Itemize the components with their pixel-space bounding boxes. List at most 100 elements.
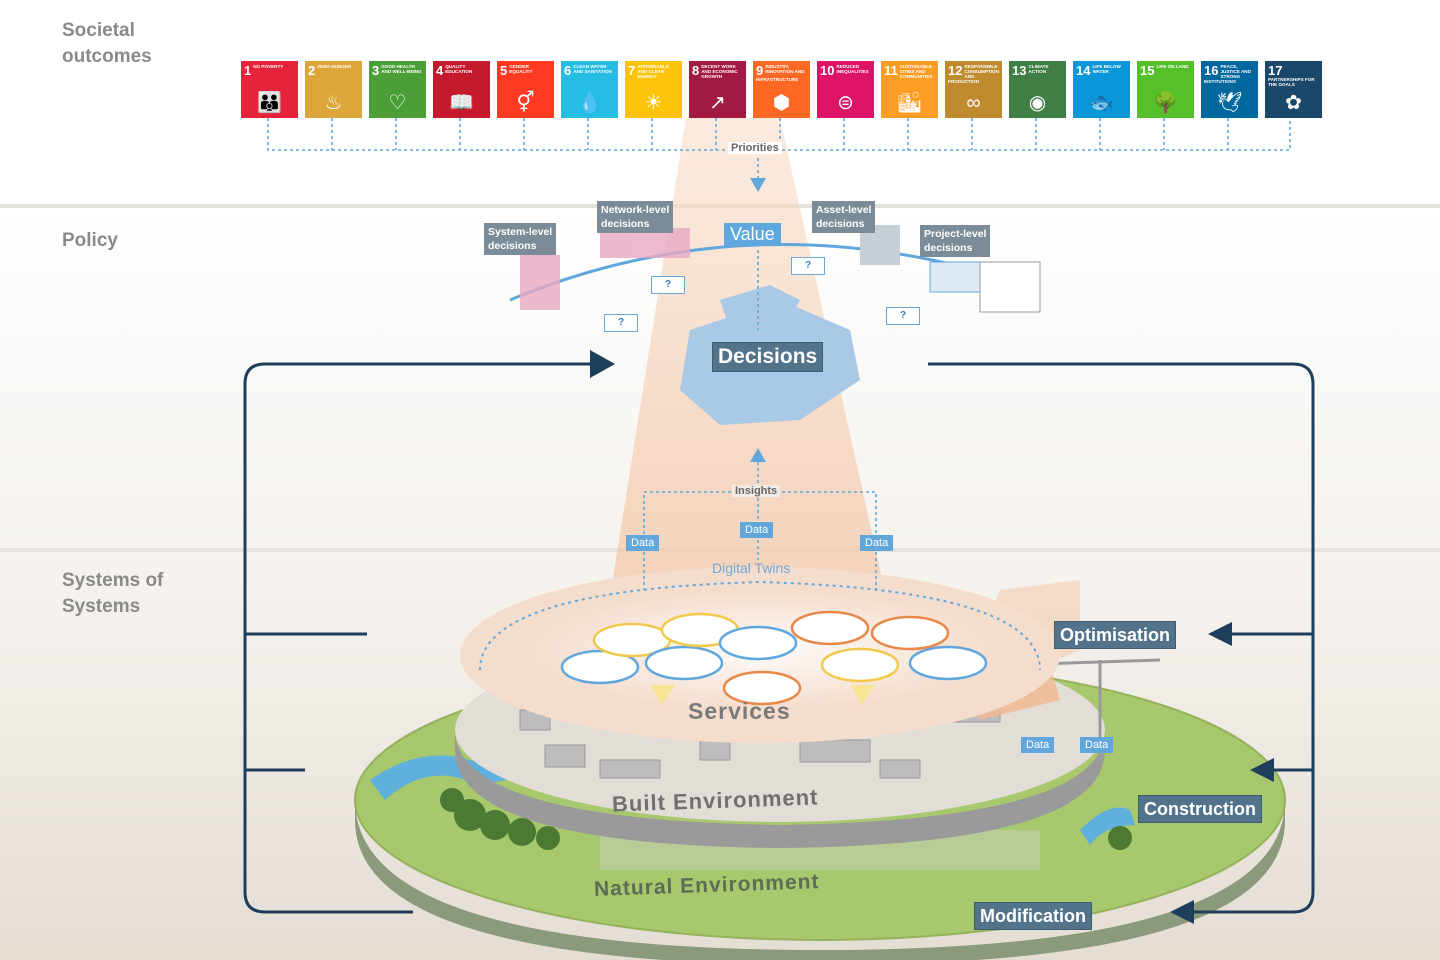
data-chip-left: Data [626, 535, 660, 551]
forest [440, 788, 1132, 850]
sdg-title: Decent work and economic growth [701, 64, 738, 79]
sdg-title: Clean water and sanitation [573, 64, 612, 74]
sdg-tile-13: 13Climate action◉ [1009, 61, 1066, 118]
tier-label-line: Systems of [62, 570, 164, 591]
tag-line: Asset-level [816, 204, 872, 216]
sdg-number: 2 [308, 63, 316, 78]
value-label: Value [724, 223, 781, 246]
question-box: ? [791, 257, 825, 275]
sdg-title: Peace, justice and strong institutions [1204, 64, 1251, 84]
decisions-label: Decisions [712, 342, 824, 372]
data-connectors [643, 540, 877, 590]
data-chip-right: Data [860, 535, 894, 551]
lifecycle-label-construction: Construction [1138, 795, 1262, 823]
sdg-number: 14 [1076, 63, 1091, 78]
city-icon: 🏙 [896, 92, 923, 114]
tag-project-level-decisions: Project-level decisions [920, 225, 991, 257]
sdg-tile-3: 3Good health and well-being ♡ [369, 61, 426, 118]
sdg-title: Zero hunger [317, 64, 352, 69]
sdg-tile-16: 16Peace, justice and strong institutions… [1201, 61, 1258, 118]
question-box: ? [651, 276, 685, 294]
tag-line: decisions [924, 242, 973, 254]
tier-label-line: outcomes [62, 46, 152, 67]
sdg-tile-8: 8Decent work and economic growth ↗ [689, 61, 746, 118]
priorities-label: Priorities [728, 142, 782, 154]
sdg-number: 1 [244, 63, 252, 78]
sdg-tile-4: 4Quality education 📖 [433, 61, 490, 118]
bowl-icon: ♨ [324, 92, 343, 114]
data-chip-pair-2: Data [1080, 737, 1114, 753]
sdg-number: 8 [692, 63, 700, 78]
lifecycle-label-optimisation: Optimisation [1054, 621, 1177, 649]
data-chip-center: Data [740, 522, 774, 538]
sdg-tile-2: 2Zero hunger ♨ [305, 61, 362, 118]
sdg-tile-1: 1No poverty👪 [241, 61, 298, 118]
cubes-icon: ⬢ [772, 92, 791, 114]
tree-icon: 🌳 [1153, 92, 1178, 114]
sdg-tile-11: 11Sustainable cities and communities 🏙 [881, 61, 938, 118]
tag-line: Network-level [601, 204, 670, 216]
sdg-tile-7: 7Affordable and clean energy☀ [625, 61, 682, 118]
sdg-title: Good health and well-being [381, 64, 422, 74]
tag-asset-level-decisions: Asset-level decisions [812, 201, 876, 233]
feedback-loop [243, 362, 1315, 914]
dove-icon: 🕊 [1216, 92, 1243, 114]
sdg-title: Climate action [1028, 64, 1049, 74]
layer-label-services: Services [688, 698, 791, 724]
data-chip-pair-1: Data [1021, 737, 1055, 753]
sdg-number: 5 [500, 63, 508, 78]
digital-twins-label: Digital Twins [712, 560, 791, 576]
tier-label-systems-of-systems: Systems of Systems [62, 568, 163, 620]
water-drop-icon: 💧 [577, 92, 602, 114]
sdg-tile-12: 12Responsible consumption and production… [945, 61, 1002, 118]
sun-icon: ☀ [644, 92, 663, 114]
feedback-arrowheads [590, 350, 1274, 924]
service-discs [560, 610, 988, 706]
sdg-tile-6: 6Clean water and sanitation 💧 [561, 61, 618, 118]
tag-network-level-decisions: Network-level decisions [597, 201, 674, 233]
sdg-number: 15 [1140, 63, 1155, 78]
sdg-title: Sustainable cities and communities [899, 64, 933, 79]
infinity-icon: ∞ [966, 92, 981, 114]
sdg-number: 16 [1204, 63, 1219, 78]
sdg-title: Life on land [1156, 64, 1189, 69]
tier-label-line: Societal [62, 20, 135, 41]
sdg-number: 3 [372, 63, 380, 78]
tier-label-line: Systems [62, 596, 141, 617]
lifecycle-label-modification: Modification [974, 902, 1092, 930]
sdg-number: 11 [884, 63, 898, 78]
priorities-arrow [750, 178, 766, 192]
sdg-tile-9: 9Industry, innovation and infrastructure… [753, 61, 810, 118]
book-icon: 📖 [449, 92, 474, 114]
sdg-number: 6 [564, 63, 572, 78]
tag-line: decisions [816, 218, 865, 230]
tag-line: Project-level [924, 228, 987, 240]
sdg-title: Industry, innovation and infrastructure [756, 64, 805, 82]
tier-label-policy: Policy [62, 230, 118, 251]
sdg-title: Gender equality [509, 64, 533, 74]
eye-globe-icon: ◉ [1028, 92, 1047, 114]
sdg-connectors [331, 118, 1229, 150]
fish-icon: 🐟 [1089, 92, 1114, 114]
insights-arrow [750, 448, 766, 462]
sdg-tile-15: 15Life on land 🌳 [1137, 61, 1194, 118]
growth-chart-icon: ↗ [709, 92, 726, 114]
tag-system-level-decisions: System-level decisions [484, 223, 557, 255]
question-box: ? [886, 307, 920, 325]
sdg-number: 4 [436, 63, 444, 78]
gender-icon: ⚥ [516, 92, 535, 114]
flower-icon: ✿ [1285, 92, 1302, 114]
sdg-number: 9 [756, 63, 764, 78]
sdg-title: Reduced inequalities [836, 64, 869, 74]
heartbeat-icon: ♡ [388, 92, 407, 114]
sdg-tile-17: 17Partnerships for the goals ✿ [1265, 61, 1322, 118]
question-box: ? [604, 314, 638, 332]
sdg-title: Partnerships for the goals [1268, 77, 1315, 87]
sdg-title: No poverty [253, 64, 284, 69]
sdg-number: 12 [948, 63, 963, 78]
sdg-number: 17 [1268, 63, 1283, 78]
sdg-title: Quality education [445, 64, 473, 74]
insights-label: Insights [732, 485, 781, 497]
sdg-title: Life below water [1092, 64, 1121, 74]
